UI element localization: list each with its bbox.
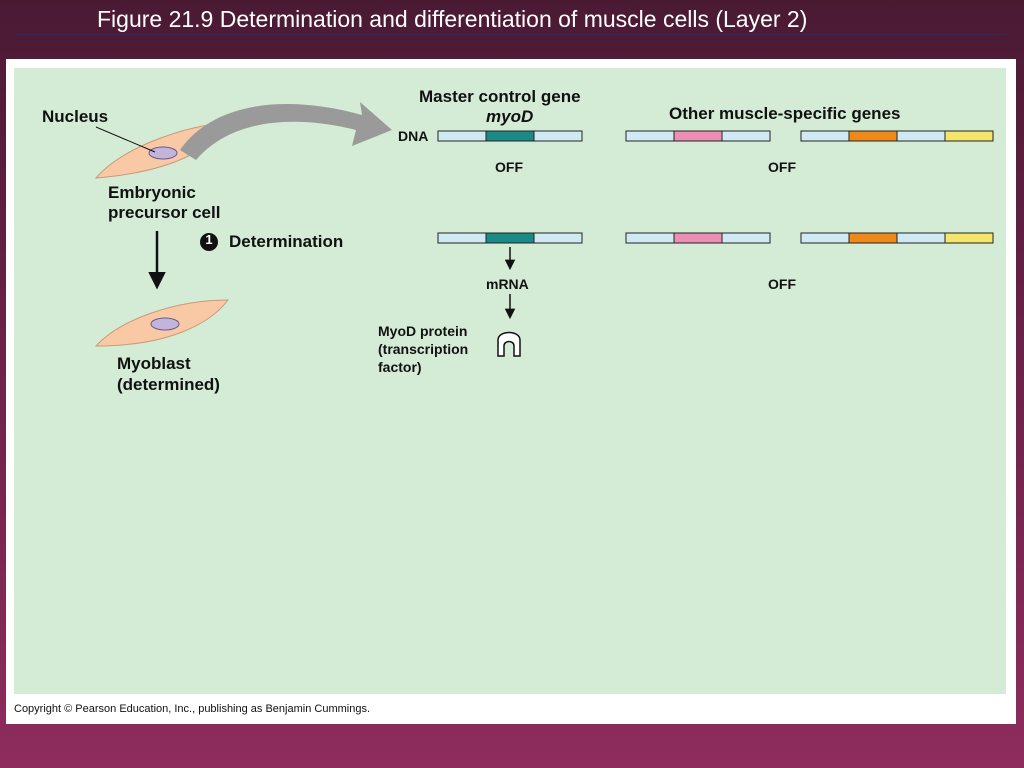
protein-label-line3: factor) [378,359,422,375]
other-genes-off-bottom: OFF [768,276,796,292]
determination-label: Determination [229,232,344,251]
myod-gene-segment [485,130,535,142]
pink-gene-segment [673,232,723,244]
yellow-gene-segment [944,232,994,244]
myoblast-label-line1: Myoblast [117,354,191,373]
other-genes-off-top: OFF [768,159,796,175]
myod-gene-segment [485,232,535,244]
slide-title: Figure 21.9 Determination and differenti… [97,6,808,32]
yellow-gene-segment [944,130,994,142]
dna-myod-bottom [437,232,583,244]
myod-gene-label: myoD [486,107,534,126]
myoblast-nucleus [150,317,180,331]
orange-gene-segment [848,130,898,142]
myod-off-label: OFF [495,159,523,175]
dna-other-orange-bottom [800,232,994,244]
embryonic-label-line2: precursor cell [108,203,221,222]
myoblast-label-line2: (determined) [117,375,220,394]
gray-curved-arrow [180,102,392,160]
embryonic-label-line1: Embryonic [108,183,196,202]
protein-label-line2: (transcription [378,341,469,357]
myod-protein-icon [497,331,521,357]
embryonic-nucleus [148,146,178,160]
dna-myod-top [437,130,583,142]
dna-other-orange-top [800,130,994,142]
other-genes-label: Other muscle-specific genes [669,104,901,123]
mrna-label: mRNA [486,276,529,292]
dna-label: DNA [398,128,429,144]
copyright-notice: Copyright © Pearson Education, Inc., pub… [14,703,371,715]
dna-other-pink-bottom [625,232,771,244]
figure-background [14,68,1006,694]
master-gene-label: Master control gene [419,87,581,106]
nucleus-pointer-line [95,126,156,153]
step-1-marker [200,233,218,251]
step-1-number: 1 [205,232,213,247]
title-divider [14,34,1006,35]
nucleus-label: Nucleus [42,107,109,126]
protein-label-line1: MyoD protein [378,323,468,339]
dna-other-pink-top [625,130,771,142]
orange-gene-segment [848,232,898,244]
pink-gene-segment [673,130,723,142]
